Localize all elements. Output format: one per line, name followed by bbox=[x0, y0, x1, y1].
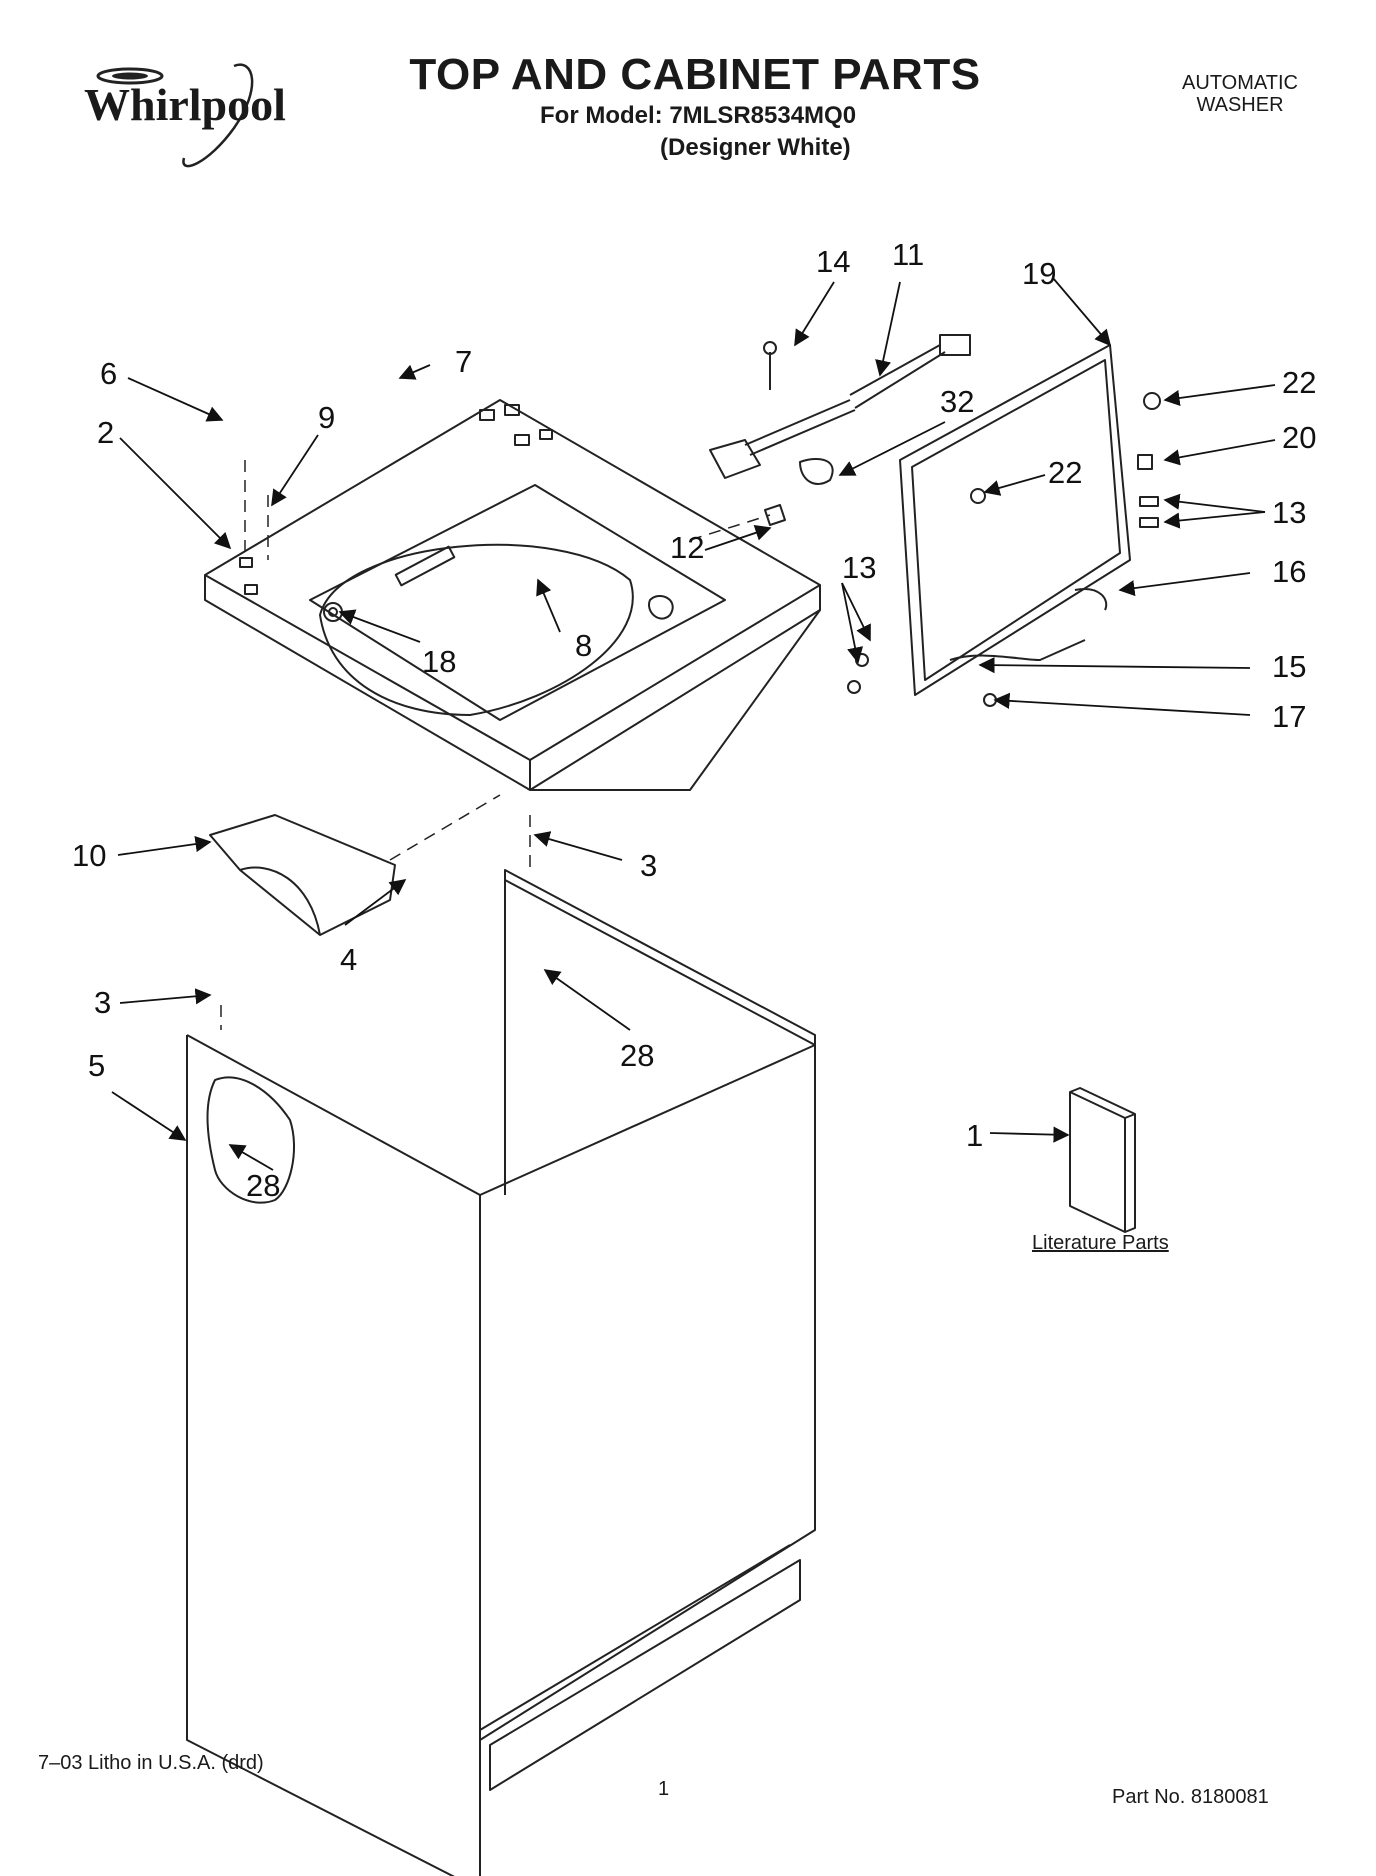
callout-3-lower: 3 bbox=[94, 985, 111, 1020]
callout-18: 18 bbox=[422, 644, 456, 679]
callout-15: 15 bbox=[1272, 649, 1306, 684]
callout-5: 5 bbox=[88, 1048, 105, 1083]
bracket-10 bbox=[209, 814, 396, 936]
callout-19: 19 bbox=[1022, 256, 1056, 291]
page-title: TOP AND CABINET PARTS bbox=[409, 50, 981, 99]
footer-litho: 7–03 Litho in U.S.A. (drd) bbox=[38, 1752, 264, 1774]
cabinet bbox=[186, 869, 816, 1876]
callout-22-mid: 22 bbox=[1048, 455, 1082, 490]
rear-outline bbox=[530, 609, 821, 791]
callout-20: 20 bbox=[1282, 420, 1316, 455]
page-number: 1 bbox=[658, 1778, 670, 1800]
whirlpool-logo: Whirlpool bbox=[84, 63, 286, 168]
lid-switch-assembly bbox=[709, 334, 971, 526]
product-type-line2: WASHER bbox=[1196, 94, 1284, 116]
callout-16: 16 bbox=[1272, 554, 1306, 589]
variant-line: (Designer White) bbox=[660, 134, 851, 161]
lid bbox=[847, 344, 1161, 707]
callout-12: 12 bbox=[670, 530, 704, 565]
model-line: For Model: 7MLSR8534MQ0 bbox=[540, 102, 857, 129]
callout-11: 11 bbox=[892, 237, 924, 272]
literature-pack bbox=[1069, 1087, 1136, 1233]
callout-3-upper: 3 bbox=[640, 848, 657, 883]
callout-13-right: 13 bbox=[1272, 495, 1306, 530]
callout-28-inner: 28 bbox=[620, 1038, 654, 1073]
callout-2: 2 bbox=[97, 415, 114, 450]
callout-17: 17 bbox=[1272, 699, 1306, 734]
callout-28-side: 28 bbox=[246, 1168, 280, 1203]
callout-10: 10 bbox=[72, 838, 106, 873]
product-type: AUTOMATIC WASHER bbox=[1150, 72, 1330, 116]
literature-parts-label: Literature Parts bbox=[1032, 1232, 1169, 1254]
callout-32: 32 bbox=[940, 384, 974, 419]
top-panel bbox=[204, 399, 821, 791]
callout-4: 4 bbox=[340, 942, 357, 977]
callout-8: 8 bbox=[575, 628, 592, 663]
callout-7: 7 bbox=[455, 344, 472, 379]
callout-6: 6 bbox=[100, 356, 117, 391]
callout-13-left: 13 bbox=[842, 550, 876, 585]
callout-22-top: 22 bbox=[1282, 365, 1316, 400]
part-number: Part No. 8180081 bbox=[1112, 1786, 1269, 1808]
brand-wordmark: Whirlpool bbox=[84, 79, 286, 130]
callout-1: 1 bbox=[966, 1118, 983, 1153]
callout-9: 9 bbox=[318, 400, 335, 435]
callout-14: 14 bbox=[816, 244, 850, 279]
product-type-line1: AUTOMATIC bbox=[1182, 72, 1298, 94]
